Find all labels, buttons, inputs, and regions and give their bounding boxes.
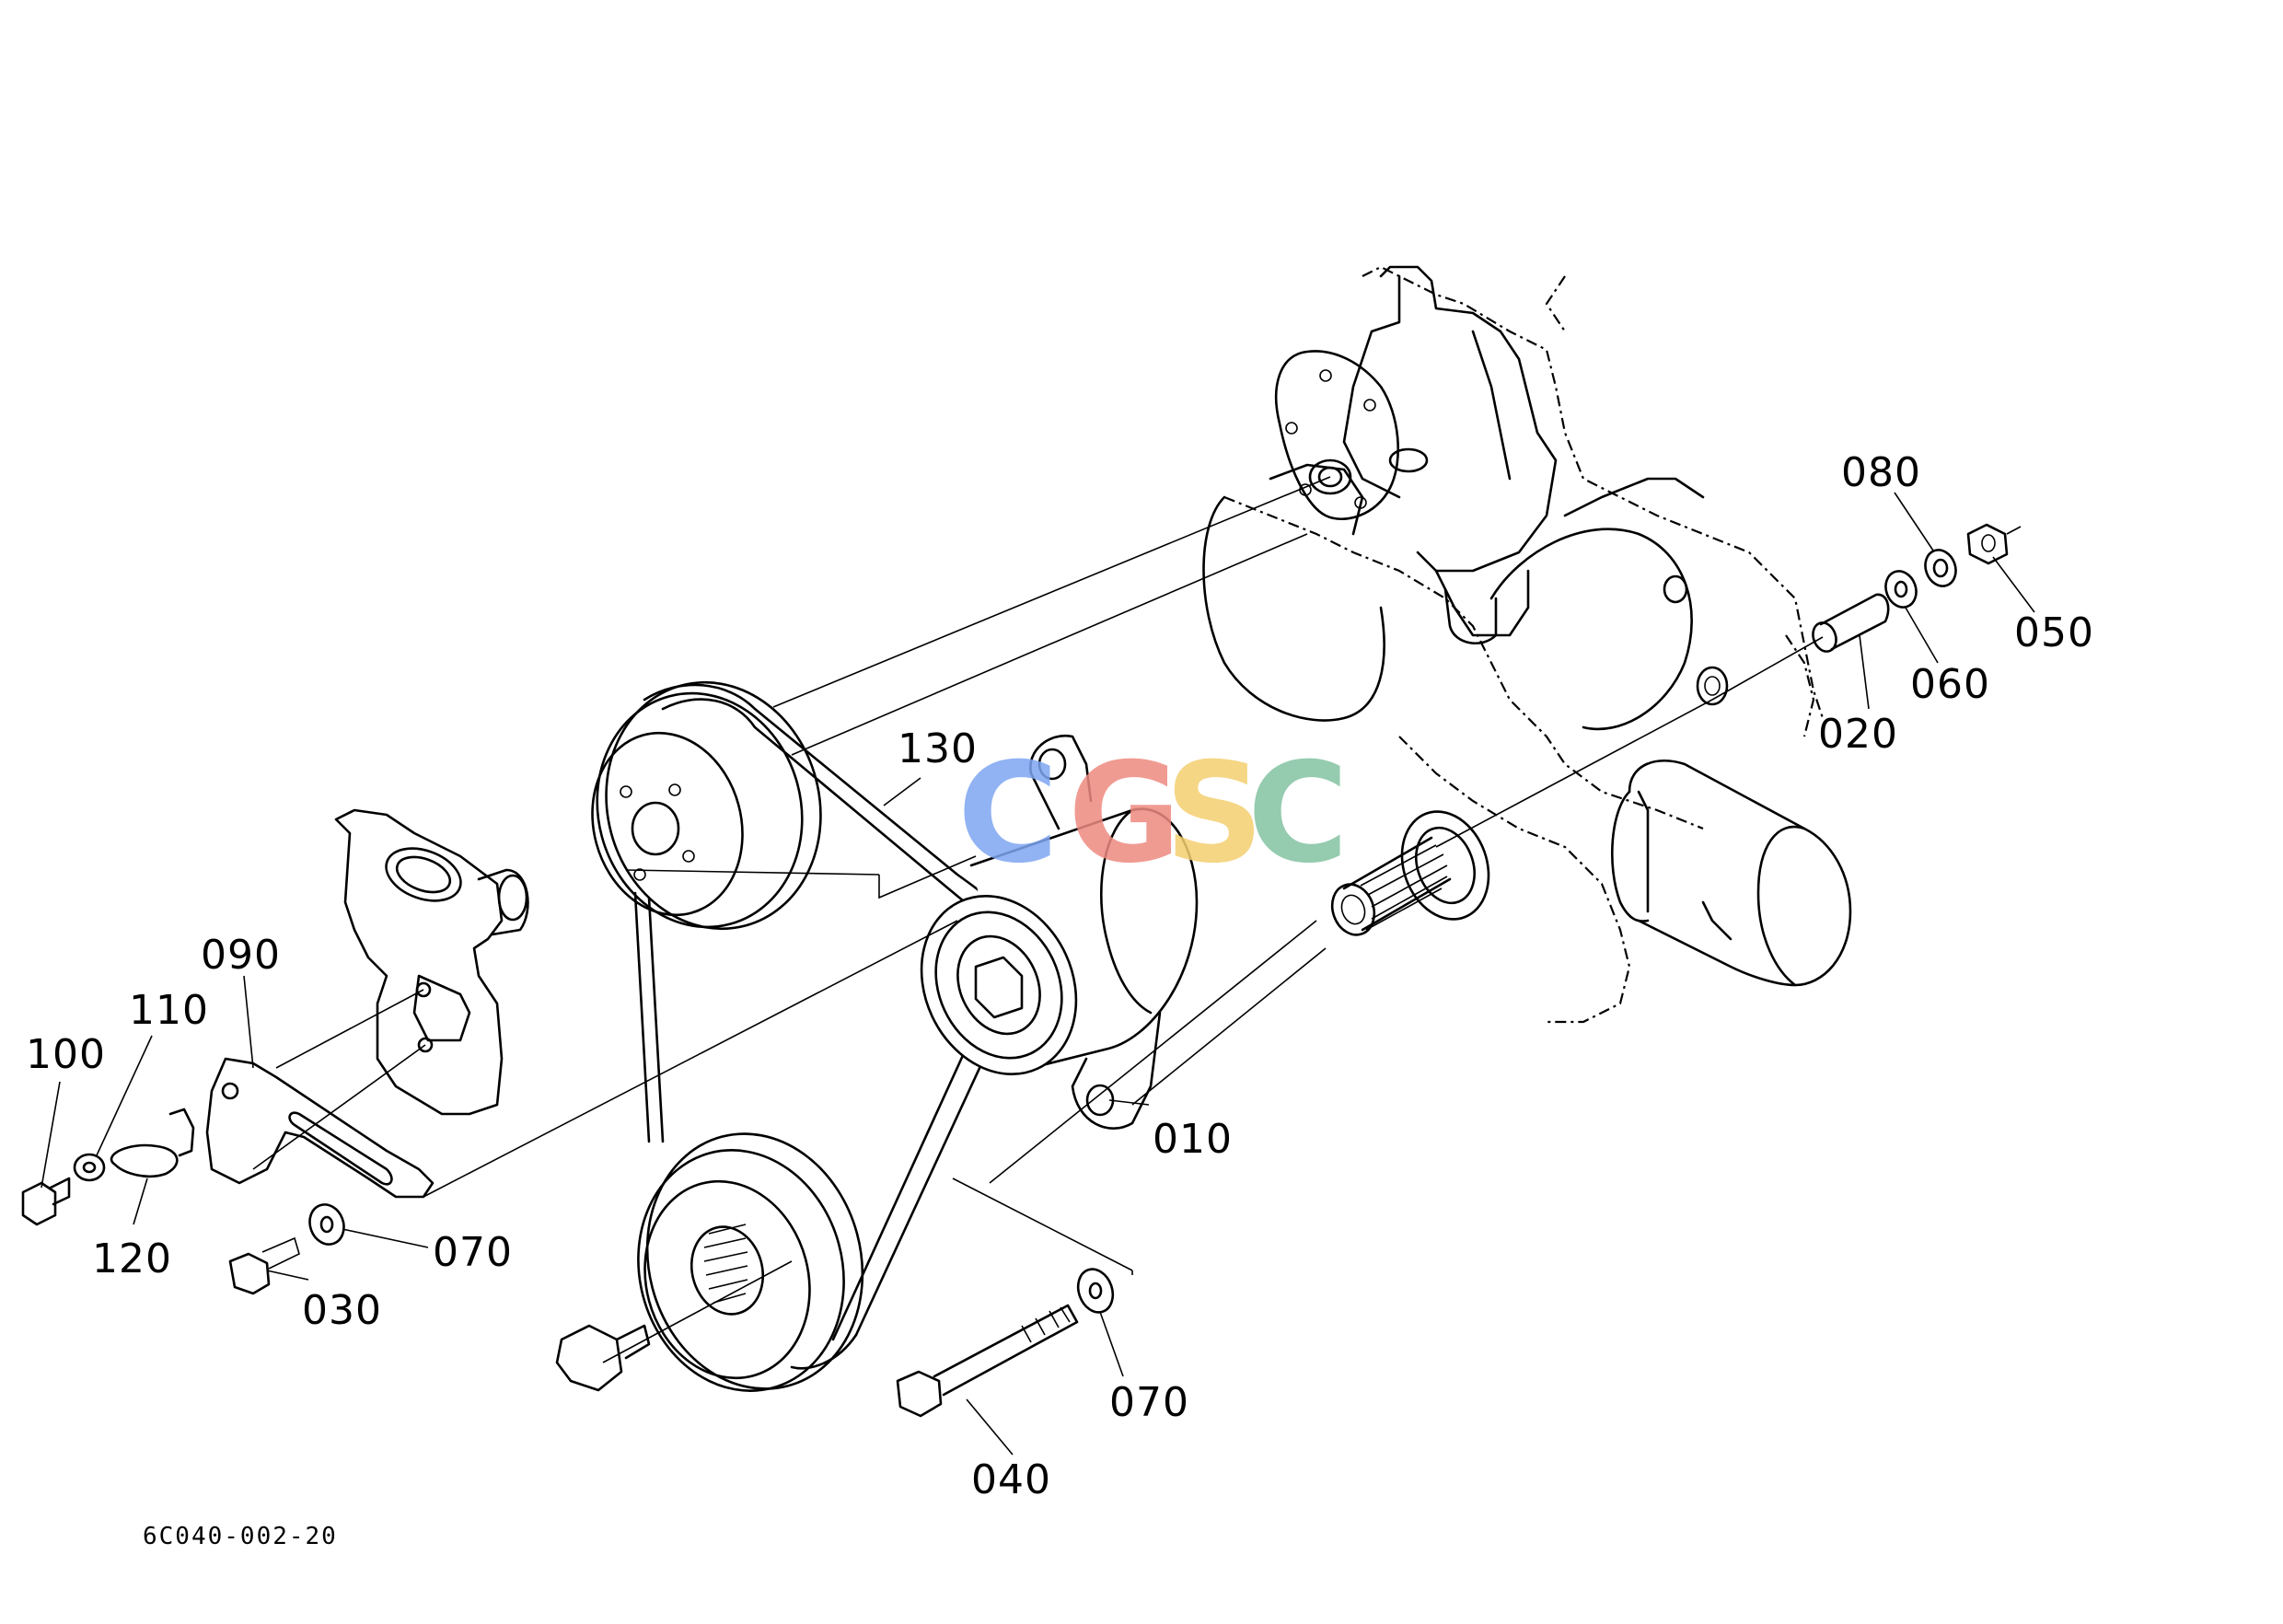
engine-block-outline (1223, 265, 1825, 1024)
callout-050: 050 (2014, 609, 2094, 656)
callout-030: 030 (302, 1287, 382, 1334)
water-pump (1274, 265, 1558, 644)
callout-010: 010 (1153, 1116, 1233, 1163)
figure-id: 6C040-002-20 (143, 1523, 338, 1550)
callout-130: 130 (898, 725, 978, 772)
callout-080: 080 (1841, 449, 1921, 496)
alternator (920, 734, 1199, 1130)
oil-filter (1611, 760, 1852, 987)
callout-090: 090 (201, 932, 281, 979)
cgsc-watermark: C G S C (957, 734, 1349, 894)
watermark-letter-g: G (1068, 734, 1181, 894)
crankshaft-spline (1330, 810, 1490, 936)
callout-110: 110 (129, 987, 209, 1034)
small-parts (21, 523, 2009, 1418)
callout-020: 020 (1818, 711, 1898, 758)
callout-040: 040 (971, 1456, 1051, 1503)
watermark-letter-s: S (1165, 734, 1264, 894)
thermostat-housing (334, 808, 529, 1116)
watermark-letter-c2: C (1247, 734, 1349, 894)
callout-070-lower: 070 (1109, 1379, 1189, 1426)
gear-case (1202, 463, 1729, 731)
callout-120: 120 (92, 1235, 172, 1282)
watermark-letter-c1: C (957, 734, 1059, 894)
callout-100: 100 (26, 1031, 106, 1078)
assembly-lines (252, 476, 2022, 1363)
callout-060: 060 (1910, 661, 1990, 708)
callout-070-upper: 070 (433, 1229, 513, 1276)
leader-lines (41, 492, 2035, 1456)
adjusting-bracket (205, 1057, 435, 1199)
water-pump-pulley (591, 680, 822, 931)
callout-labels: 010 020 030 040 050 060 070 070 080 090 … (26, 449, 2094, 1503)
crankshaft-pulley (637, 1132, 864, 1392)
